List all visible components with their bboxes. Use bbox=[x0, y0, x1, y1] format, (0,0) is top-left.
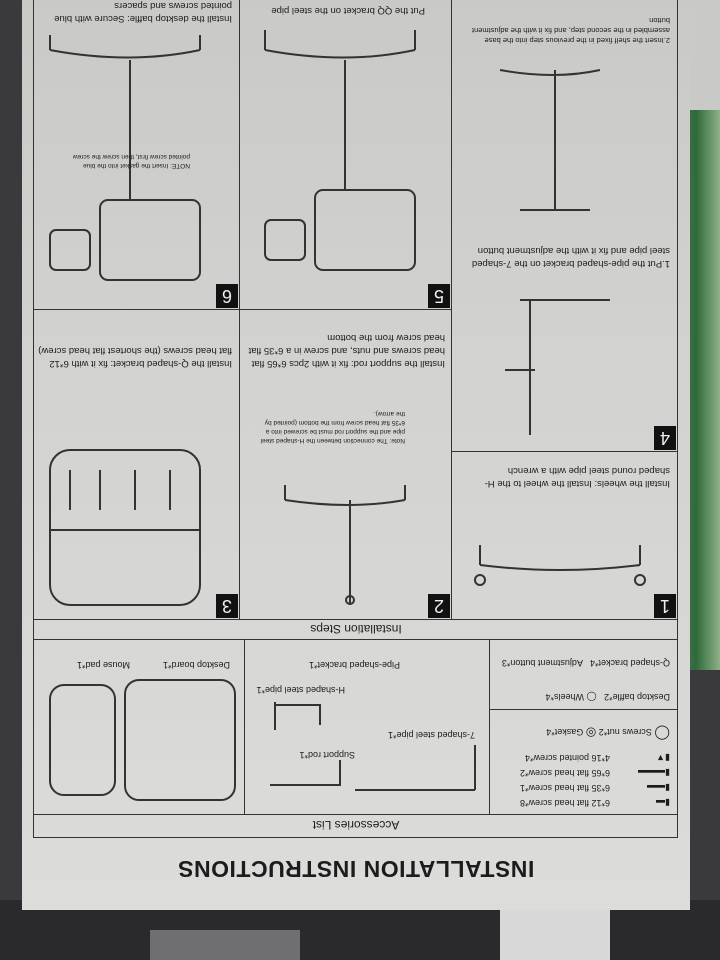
step1-h-pipe-drawing bbox=[474, 545, 646, 586]
step2-support-rod-drawing bbox=[284, 485, 406, 605]
adjustment-button-label: Adjustment button*3 bbox=[501, 658, 583, 668]
background-box bbox=[500, 910, 610, 960]
step-number: 1 bbox=[654, 594, 676, 618]
divider bbox=[244, 640, 245, 815]
step4-seven-pipe-drawing bbox=[505, 299, 610, 435]
step-6-note: NOTE: Insert the gasket into the blue po… bbox=[72, 153, 190, 169]
accessories-heading: Accessories List bbox=[312, 818, 400, 832]
mouse-pad-label: Mouse pad*1 bbox=[76, 660, 130, 670]
support-rod-drawing bbox=[270, 760, 341, 786]
wheel-icon: ◯ bbox=[586, 692, 597, 702]
step-5-text: Put the QQ bracket on the steel pipe bbox=[271, 5, 425, 16]
step-4-text-1: 1.Put the pipe-shaped bracket on the 7-s… bbox=[471, 245, 670, 269]
step-number: 2 bbox=[428, 594, 450, 618]
step4-assembly-drawing bbox=[499, 69, 601, 211]
step-4-text-2: 2.Insert the shelf fixed in the previous… bbox=[471, 16, 670, 45]
screw-item: 6*65 flat head screw*2 bbox=[519, 768, 610, 778]
background-object bbox=[150, 930, 300, 960]
screw-list: ▮▬6*12 flat head screw*8 ▮▬▬6*35 flat he… bbox=[519, 726, 670, 808]
divider bbox=[489, 640, 490, 815]
divider bbox=[451, 0, 452, 620]
h-pipe-label: H-shaped steel pipe*1 bbox=[256, 685, 345, 695]
step-2-note: Note: The connection between the H-shape… bbox=[260, 410, 405, 444]
desktop-board-drawing bbox=[49, 679, 236, 801]
step5-assembly-drawing bbox=[264, 30, 416, 271]
divider bbox=[452, 451, 678, 452]
screw-item: 6*12 flat head screw*8 bbox=[519, 798, 610, 808]
frame-left bbox=[677, 0, 678, 838]
gasket-icon: ◎ bbox=[585, 726, 597, 740]
parts-list: Desktop baffle*2 ◯ Wheels*4 Q-shaped bra… bbox=[495, 646, 670, 702]
divider bbox=[34, 619, 678, 620]
step-2-text: Install the support rod: fix it with 2pc… bbox=[248, 332, 445, 369]
pipe-bracket-drawing bbox=[274, 702, 321, 730]
step-3-text: Install the Q-shaped bracket: fix it wit… bbox=[38, 345, 232, 369]
desktop-board-label: Desktop board*1 bbox=[162, 660, 230, 670]
step-1-text: Install the wheels: Install the wheel to… bbox=[484, 465, 670, 489]
gasket-label: Gasket*4 bbox=[546, 727, 584, 737]
divider bbox=[490, 709, 678, 710]
step3-board-drawing bbox=[49, 449, 201, 606]
screw-item: 6*35 flat head screw*1 bbox=[519, 783, 610, 793]
seven-pipe-drawing bbox=[355, 745, 476, 791]
instruction-sheet: INSTALLATION INSTRUCTIONS Accessories Li… bbox=[22, 0, 690, 910]
q-bracket-label: Q-shaped bracket*4 bbox=[589, 658, 670, 668]
screw-item: 4*16 pointed screw*4 bbox=[524, 753, 610, 763]
step-number: 4 bbox=[654, 426, 676, 450]
step-6-text: Install the desktop baffle: Secure with … bbox=[54, 0, 232, 24]
steps-heading: Installation Steps bbox=[310, 622, 402, 636]
desktop-baffle-label: Desktop baffle*2 bbox=[604, 692, 670, 702]
divider bbox=[34, 837, 678, 838]
step-number: 5 bbox=[428, 284, 450, 308]
wheels-label: Wheels*4 bbox=[545, 692, 584, 702]
divider bbox=[34, 639, 678, 640]
divider bbox=[34, 309, 452, 310]
nut-icon: ◯ bbox=[654, 726, 670, 742]
sheet-title: INSTALLATION INSTRUCTIONS bbox=[177, 856, 535, 882]
step-number: 3 bbox=[216, 594, 238, 618]
pipe-bracket-label: Pipe-shaped bracket*1 bbox=[308, 660, 400, 670]
step6-assembly-drawing bbox=[49, 35, 201, 281]
screws-nut-label: Screws nut*2 bbox=[598, 727, 652, 737]
divider bbox=[239, 0, 240, 620]
seven-pipe-label: 7-shaped steel pipe*1 bbox=[387, 730, 475, 740]
frame-right bbox=[33, 0, 34, 838]
divider bbox=[34, 814, 678, 815]
